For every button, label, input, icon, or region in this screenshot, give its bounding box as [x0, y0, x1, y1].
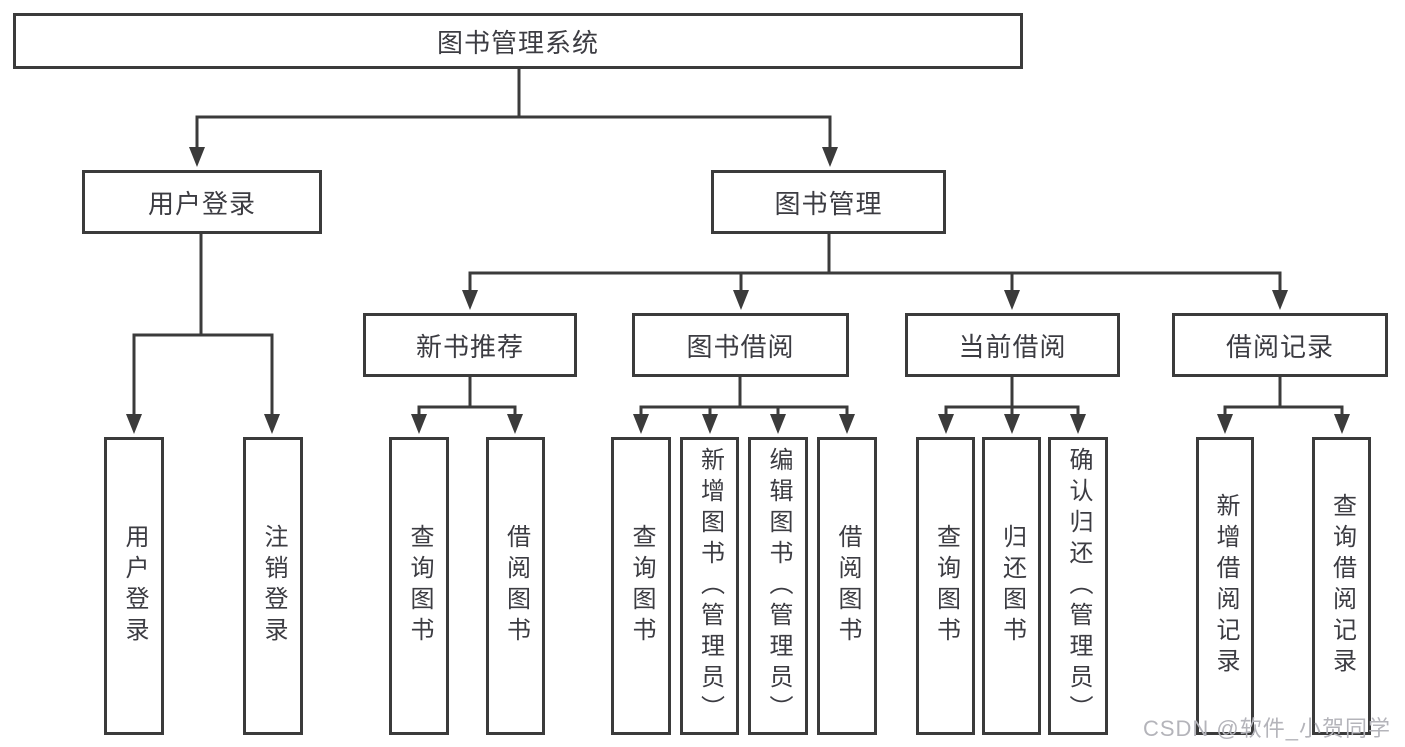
arrowhead-icon — [770, 414, 786, 434]
leaf-label: 查询借阅记录 — [1328, 493, 1356, 679]
leaf-edit-books-admin: 编辑图书（管理员） — [748, 437, 808, 735]
arrowhead-icon — [1070, 414, 1086, 434]
leaf-label: 新增图书（管理员） — [696, 446, 724, 726]
leaf-label: 查询图书 — [406, 524, 433, 648]
node-new-book-recommend: 新书推荐 — [363, 313, 577, 377]
node-user-login: 用户登录 — [82, 170, 322, 234]
leaf-borrow-books-recommend: 借阅图书 — [486, 437, 545, 735]
book-management-branch-line — [468, 232, 1282, 296]
leaf-add-borrow-record: 新增借阅记录 — [1196, 437, 1254, 735]
leaf-query-books-recommend: 查询图书 — [389, 437, 449, 735]
connector-line-group — [132, 66, 1344, 420]
current-borrow-branch-line — [944, 375, 1080, 420]
arrowhead-icon — [189, 147, 205, 167]
arrowhead-icon — [822, 147, 838, 167]
leaf-query-books-borrow: 查询图书 — [611, 437, 671, 735]
leaf-user-login: 用户登录 — [104, 437, 164, 735]
leaf-logout: 注销登录 — [243, 437, 303, 735]
arrowhead-icon — [126, 414, 142, 434]
node-book-management: 图书管理 — [711, 170, 946, 234]
arrowhead-icon — [507, 414, 523, 434]
book-borrow-branch-line — [639, 375, 849, 420]
leaf-label: 用户登录 — [121, 524, 148, 648]
leaf-query-books-current: 查询图书 — [916, 437, 975, 735]
leaf-confirm-return-admin: 确认归还（管理员） — [1048, 437, 1108, 735]
root-branch-line — [195, 66, 832, 119]
leaf-return-books: 归还图书 — [982, 437, 1041, 735]
arrowhead-icon — [264, 414, 280, 434]
arrowhead-icon — [633, 414, 649, 434]
node-current-borrow: 当前借阅 — [905, 313, 1120, 377]
node-root-system: 图书管理系统 — [13, 13, 1023, 69]
arrowhead-icon — [1004, 290, 1020, 310]
leaf-label: 编辑图书（管理员） — [765, 446, 792, 726]
arrowhead-group — [126, 147, 1350, 434]
user-login-branch-line — [132, 232, 274, 420]
leaf-label: 查询图书 — [628, 524, 655, 648]
leaf-borrow-books: 借阅图书 — [817, 437, 877, 735]
arrowhead-icon — [839, 414, 855, 434]
arrowhead-icon — [1217, 414, 1233, 434]
leaf-label: 借阅图书 — [834, 524, 861, 648]
leaf-query-borrow-record: 查询借阅记录 — [1312, 437, 1371, 735]
arrowhead-icon — [1334, 414, 1350, 434]
arrowhead-icon — [938, 414, 954, 434]
arrowhead-icon — [1004, 414, 1020, 434]
node-borrow-records: 借阅记录 — [1172, 313, 1388, 377]
new-book-branch-line — [417, 375, 517, 420]
arrowhead-icon — [702, 414, 718, 434]
leaf-label: 借阅图书 — [502, 524, 530, 648]
csdn-watermark: CSDN @软件_小贺同学 — [1142, 716, 1391, 741]
node-book-borrow: 图书借阅 — [632, 313, 849, 377]
leaf-label: 新增借阅记录 — [1212, 493, 1239, 679]
arrowhead-icon — [733, 290, 749, 310]
arrowhead-icon — [1272, 290, 1288, 310]
borrow-record-branch-line — [1223, 375, 1344, 420]
arrowhead-icon — [411, 414, 427, 434]
leaf-label: 归还图书 — [998, 524, 1026, 648]
leaf-label: 注销登录 — [260, 524, 287, 648]
level2-arrow-lines — [195, 115, 832, 153]
arrowhead-icon — [462, 290, 478, 310]
leaf-label: 确认归还（管理员） — [1065, 446, 1092, 726]
leaf-label: 查询图书 — [932, 524, 960, 648]
leaf-add-books-admin: 新增图书（管理员） — [680, 437, 739, 735]
